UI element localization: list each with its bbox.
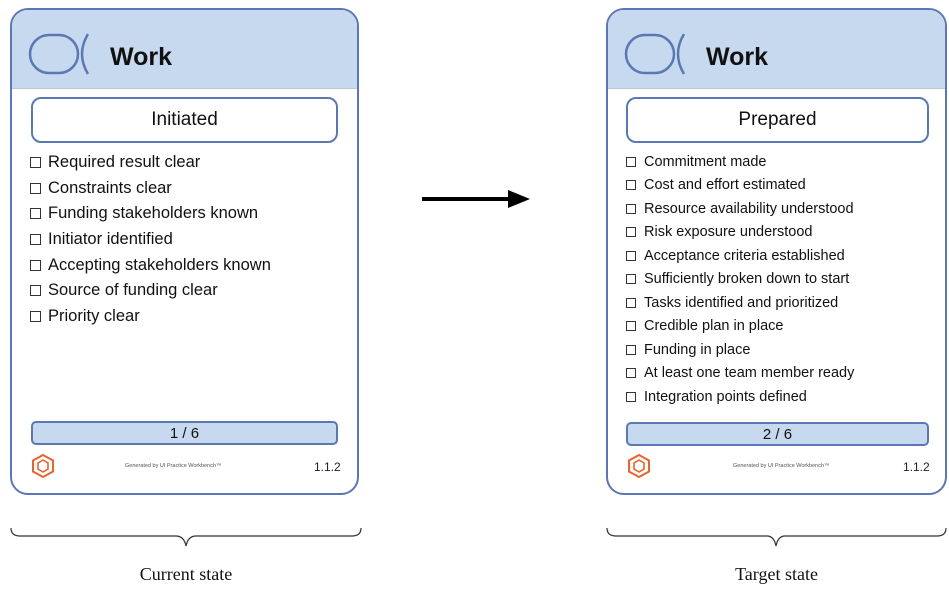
checkbox-icon	[626, 391, 636, 402]
progress-indicator: 2 / 6	[626, 422, 929, 446]
card-header: Work	[12, 10, 357, 89]
alpha-icon	[28, 33, 90, 75]
checklist-item: Credible plan in place	[626, 315, 854, 339]
current-state-caption: Current state	[139, 564, 233, 584]
checklist-item: Cost and effort estimated	[626, 174, 854, 198]
generated-by-text: Generated by UI Practice Workbench™	[733, 463, 830, 469]
target-state-card: Work Prepared Commitment made Cost and e…	[606, 8, 947, 495]
checklist-item: Source of funding clear	[30, 278, 271, 304]
checklist-item: Constraints clear	[30, 176, 271, 202]
version-text: 1.1.2	[903, 460, 930, 474]
checkbox-icon	[626, 274, 636, 285]
checkbox-icon	[30, 285, 41, 297]
state-name: Prepared	[626, 97, 929, 143]
card-header: Work	[608, 10, 945, 89]
checklist-item: Funding in place	[626, 338, 854, 362]
checkbox-icon	[30, 259, 41, 271]
checkbox-icon	[626, 180, 636, 191]
checkbox-icon	[626, 321, 636, 332]
checkbox-icon	[626, 227, 636, 238]
checkbox-icon	[30, 208, 41, 220]
state-name: Initiated	[31, 97, 338, 143]
checklist-item: Priority clear	[30, 304, 271, 330]
checklist-item: Resource availability understood	[626, 197, 854, 221]
checklist: Required result clear Constraints clear …	[30, 150, 271, 329]
checklist-item: Accepting stakeholders known	[30, 252, 271, 278]
generated-by-text: Generated by UI Practice Workbench™	[125, 463, 222, 469]
checkbox-icon	[30, 182, 41, 194]
checklist-item: Tasks identified and prioritized	[626, 291, 854, 315]
target-state-brace	[606, 527, 947, 547]
checkbox-icon	[626, 297, 636, 308]
target-state-caption: Target state	[735, 564, 818, 584]
version-text: 1.1.2	[314, 460, 341, 474]
current-state-brace	[10, 527, 362, 547]
alpha-icon	[624, 33, 686, 75]
checkbox-icon	[30, 157, 41, 169]
checklist: Commitment made Cost and effort estimate…	[626, 150, 854, 409]
checkbox-icon	[626, 156, 636, 167]
checklist-item: Required result clear	[30, 150, 271, 176]
checkbox-icon	[626, 344, 636, 355]
checkbox-icon	[626, 250, 636, 261]
checklist-item: Commitment made	[626, 150, 854, 174]
checkbox-icon	[30, 310, 41, 322]
checklist-item: At least one team member ready	[626, 362, 854, 386]
checkbox-icon	[626, 368, 636, 379]
checkbox-icon	[30, 234, 41, 246]
checklist-item: Risk exposure understood	[626, 221, 854, 245]
card-title: Work	[706, 43, 769, 71]
checklist-item: Sufficiently broken down to start	[626, 268, 854, 292]
card-title: Work	[110, 43, 173, 71]
current-state-card: Work Initiated Required result clear Con…	[10, 8, 359, 495]
checklist-item: Initiator identified	[30, 227, 271, 253]
checklist-item: Integration points defined	[626, 385, 854, 409]
checklist-item: Funding stakeholders known	[30, 201, 271, 227]
progress-indicator: 1 / 6	[31, 421, 338, 445]
hexagon-logo-icon	[32, 454, 54, 478]
checklist-item: Acceptance criteria established	[626, 244, 854, 268]
transition-arrow-icon	[422, 190, 530, 208]
checkbox-icon	[626, 203, 636, 214]
hexagon-logo-icon	[628, 454, 650, 478]
